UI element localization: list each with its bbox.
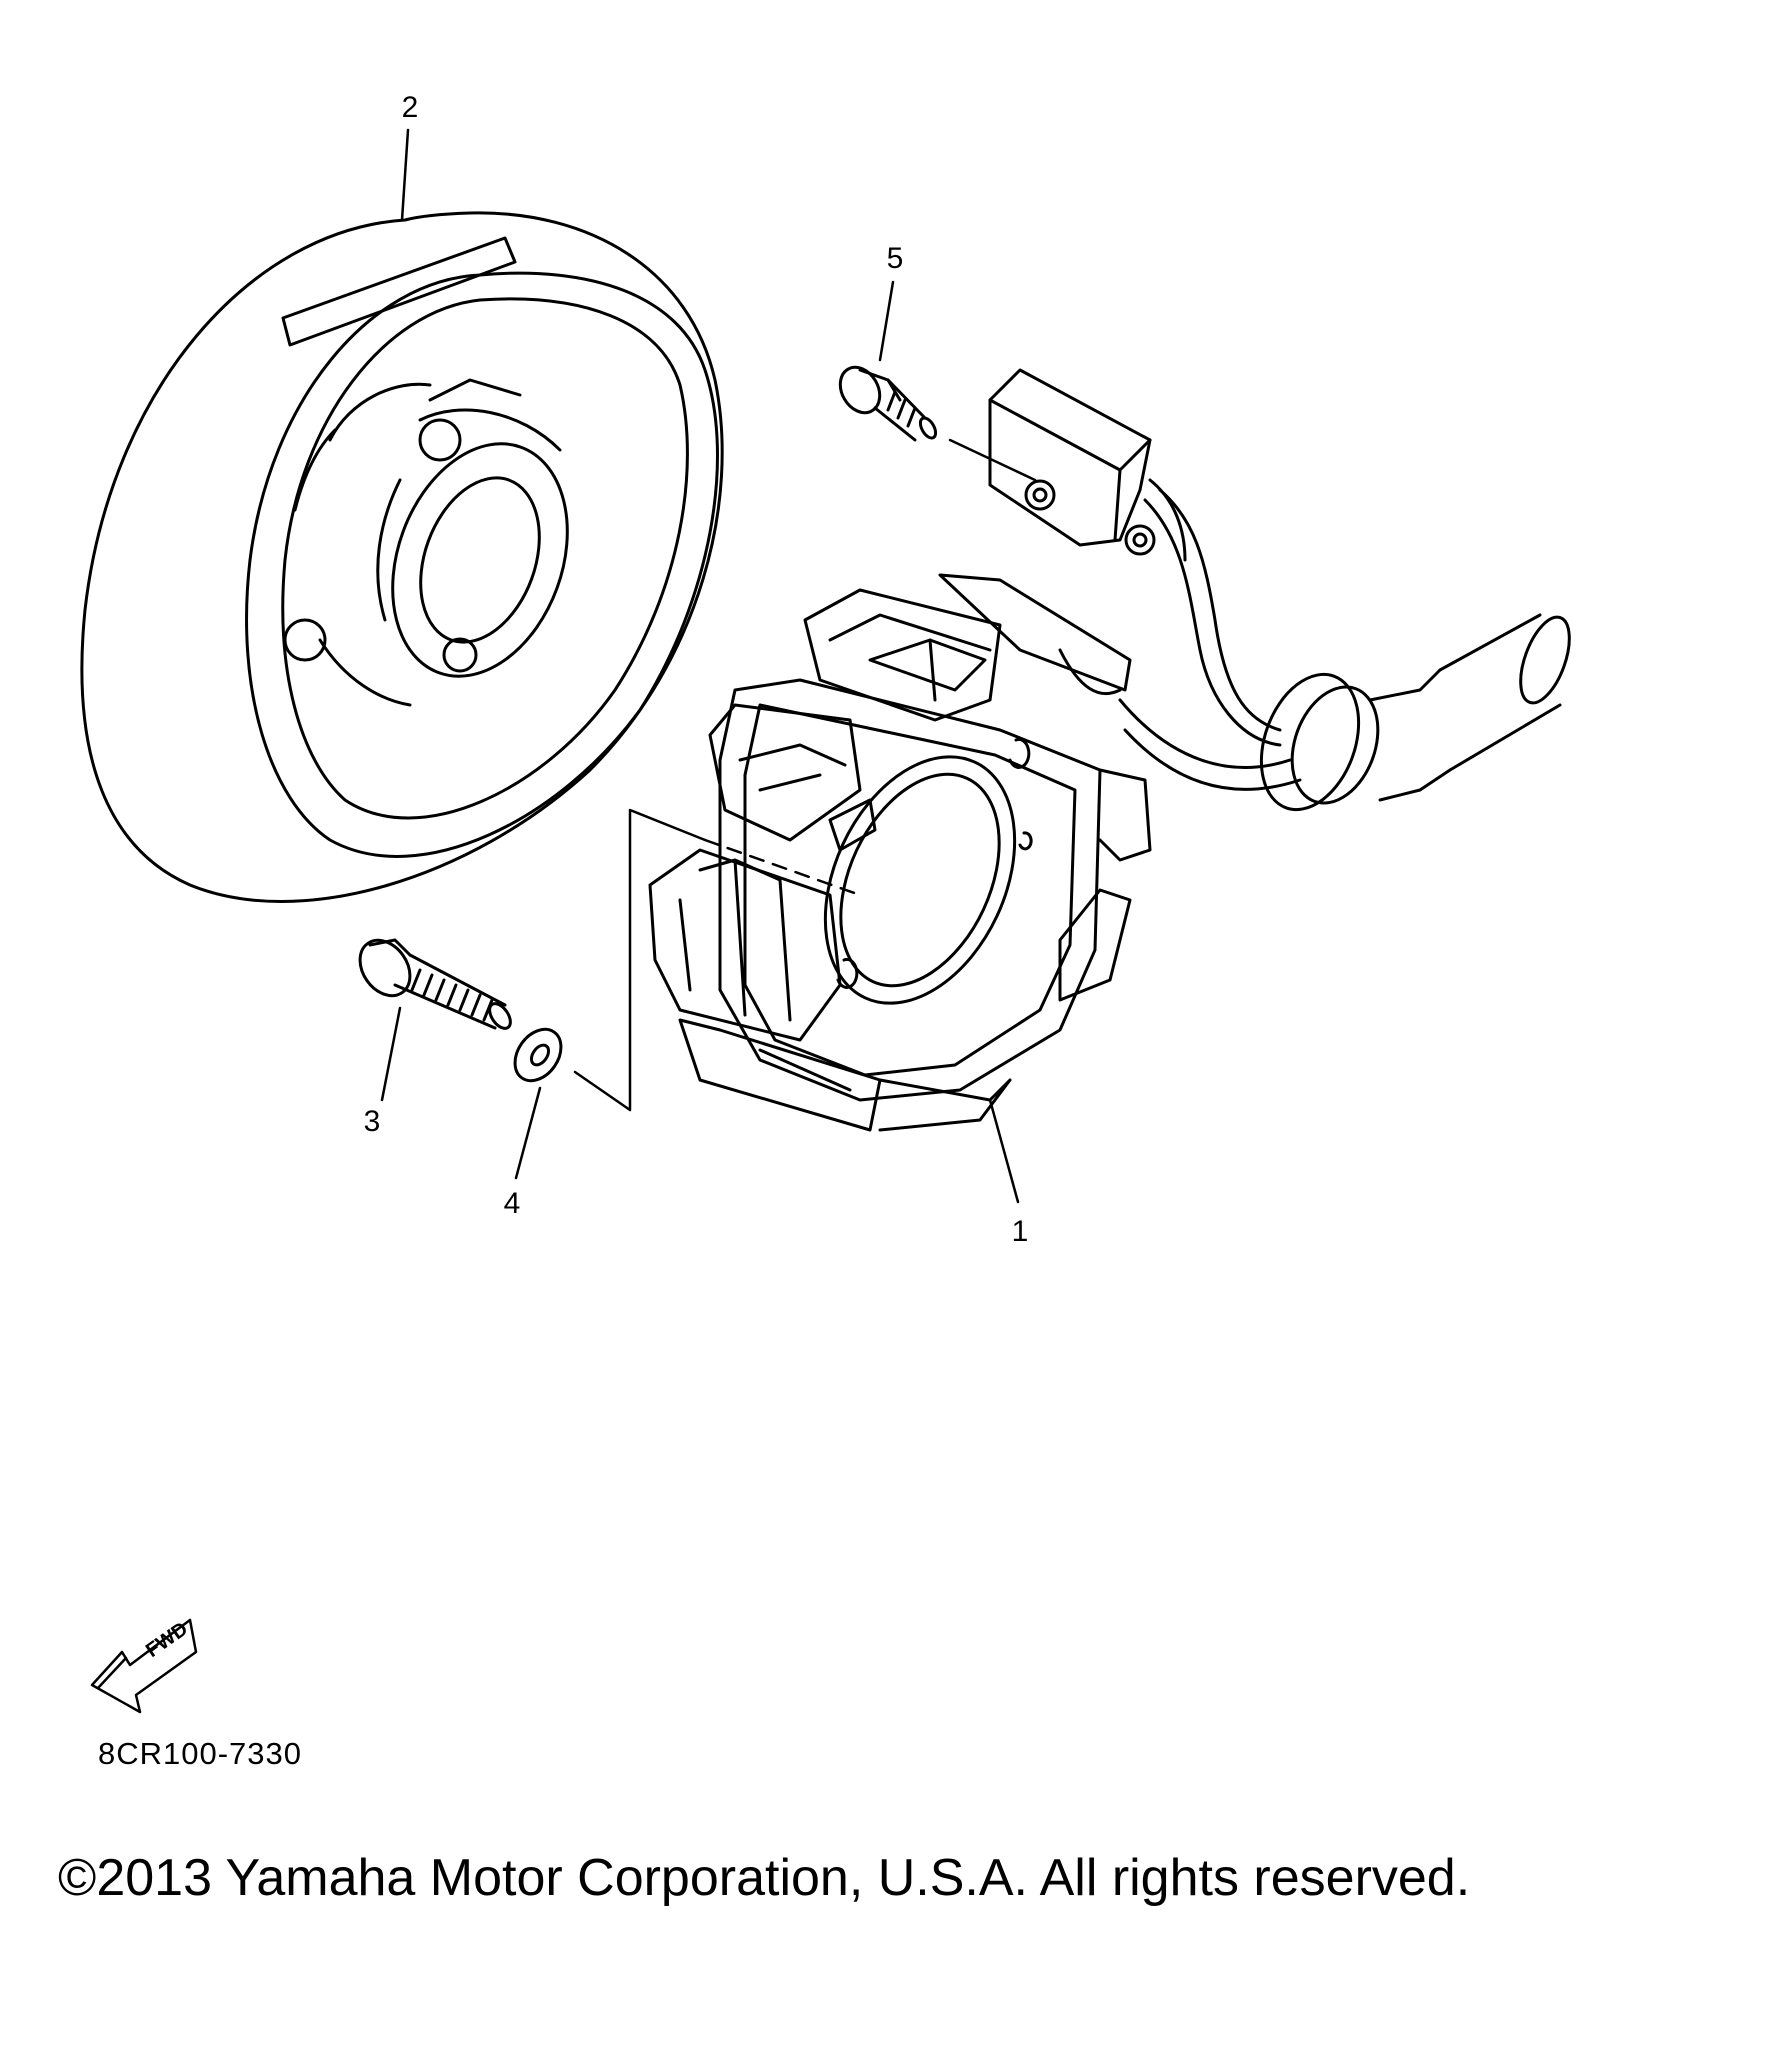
washer-4	[513, 1027, 563, 1083]
leader-lines	[380, 128, 1020, 1204]
callout-3: 3	[363, 1105, 381, 1138]
callout-4: 4	[503, 1187, 521, 1220]
alignment-dash	[703, 838, 862, 897]
stator-assembly	[648, 573, 1152, 1132]
fwd-arrow-icon	[90, 1618, 198, 1714]
bolt-3	[358, 938, 512, 1030]
callout-5: 5	[886, 242, 904, 275]
callout-2: 2	[401, 91, 419, 124]
flywheel-rotor	[80, 211, 724, 903]
wire-grommet	[1118, 613, 1571, 812]
screw-5	[838, 365, 1037, 482]
callout-1: 1	[1011, 1215, 1029, 1248]
copyright-notice: ©2013 Yamaha Motor Corporation, U.S.A. A…	[58, 1849, 1471, 1907]
part-code: 8CR100-7330	[98, 1736, 303, 1771]
pickup-coil	[988, 368, 1282, 747]
alignment-line	[573, 808, 707, 1112]
